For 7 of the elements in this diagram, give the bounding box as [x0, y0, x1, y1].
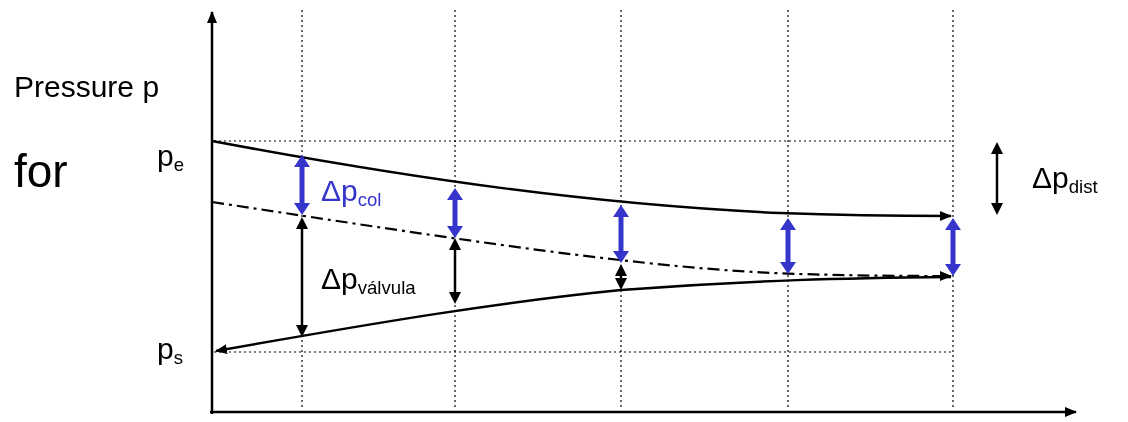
axis-label: for [14, 148, 68, 194]
axis-label: Δp$_{col}$ [321, 176, 382, 210]
axis-label: p$_{e}$ [157, 141, 185, 175]
axis-label: p$_{s}$ [157, 334, 183, 368]
axis-label: Δp$_{válvula}$ [321, 264, 416, 298]
axis-label: Pressure p [14, 72, 160, 102]
axis-label: Δp$_{dist}$ [1032, 163, 1098, 197]
